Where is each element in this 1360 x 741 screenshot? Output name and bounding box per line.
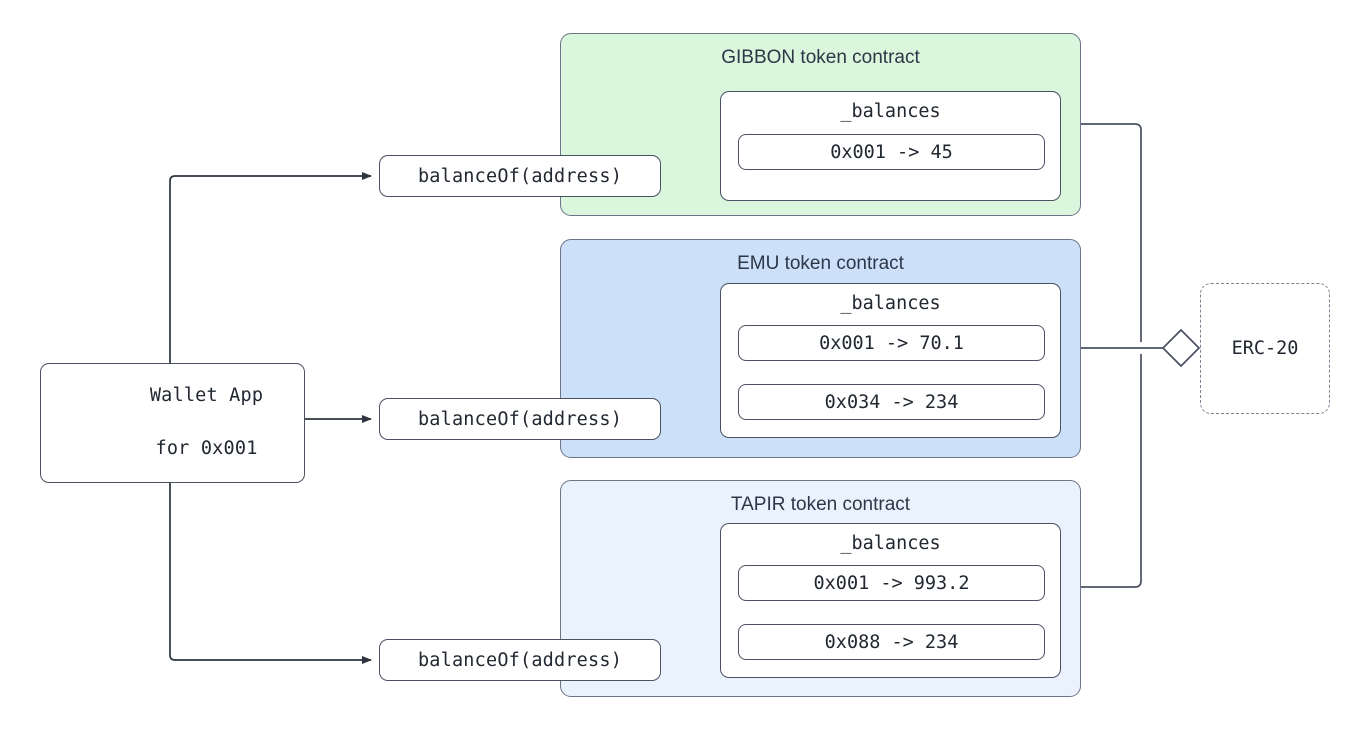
balance-entry: 0x001 -> 45: [738, 134, 1045, 170]
call-box-emu-balanceof[interactable]: balanceOf(address): [379, 398, 661, 440]
contract-title-tapir: TAPIR token contract: [730, 494, 911, 515]
contract-title-gibbon: GIBBON token contract: [721, 47, 920, 68]
balances-label-emu: _balances: [840, 293, 941, 314]
balance-entry: 0x001 -> 993.2: [738, 565, 1045, 601]
balances-label-gibbon: _balances: [840, 101, 941, 122]
wallet-app-line2: for 0x001: [155, 438, 258, 460]
call-box-gibbon-balanceof[interactable]: balanceOf(address): [379, 155, 661, 197]
diamond-connector-icon: [1161, 328, 1201, 368]
balances-label-tapir: _balances: [840, 533, 941, 554]
call-box-tapir-balanceof[interactable]: balanceOf(address): [379, 639, 661, 681]
balances-box-emu: _balances 0x001 -> 70.1 0x034 -> 234: [720, 283, 1061, 438]
edge-gibbon-to-interface: [1081, 123, 1142, 342]
balance-entry: 0x001 -> 70.1: [738, 325, 1045, 361]
edge-wallet-to-gibbon-call: [169, 172, 372, 363]
balances-box-tapir: _balances 0x001 -> 993.2 0x088 -> 234: [720, 523, 1061, 678]
erc20-interface-node[interactable]: ERC-20: [1200, 283, 1330, 414]
edge-wallet-to-tapir-call: [169, 483, 372, 664]
edge-tapir-to-interface: [1081, 354, 1142, 588]
balance-entry: 0x034 -> 234: [738, 384, 1045, 420]
balance-entry: 0x088 -> 234: [738, 624, 1045, 660]
contract-title-emu: EMU token contract: [737, 253, 904, 274]
wallet-app-line1: Wallet App: [149, 384, 264, 406]
balances-box-gibbon: _balances 0x001 -> 45: [720, 91, 1061, 201]
wallet-app-node[interactable]: Wallet App for 0x001: [40, 363, 305, 483]
